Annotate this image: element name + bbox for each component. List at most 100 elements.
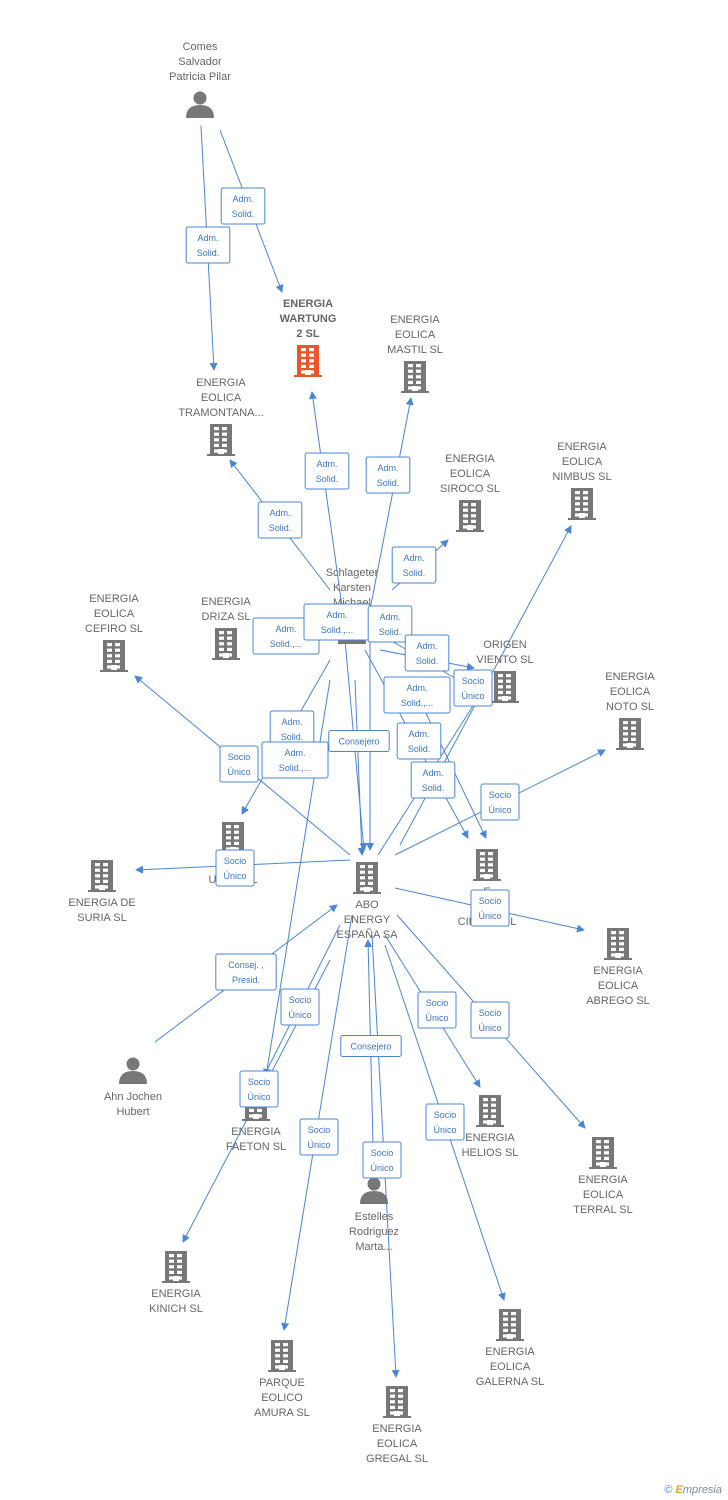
edge-label-schlageter-faeton[interactable]: Adm.Solid.,...	[261, 741, 329, 779]
building-icon	[268, 1340, 296, 1372]
edge-label-schlageter-wartung[interactable]: Adm.Solid.	[304, 452, 350, 490]
edge-label-text: Socio	[479, 896, 502, 906]
edge-label-text: Solid.	[377, 478, 400, 488]
node-label: ABREGO SL	[586, 995, 650, 1007]
node-label: EOLICA	[490, 1361, 531, 1373]
edge-label-box	[304, 452, 350, 490]
edge-label-schlageter-helios[interactable]: Adm.Solid.	[410, 761, 456, 799]
node-estelles[interactable]: EstellesRodriguezMarta...	[349, 1177, 399, 1254]
node-tramontana[interactable]: ENERGIAEOLICATRAMONTANA...	[178, 377, 264, 456]
edge-label-box	[365, 456, 411, 494]
node-label: MASTIL SL	[387, 344, 443, 356]
edge-label-comes-tramontana[interactable]: Adm.Solid.	[185, 226, 231, 264]
building-icon	[219, 822, 247, 854]
node-label: ABO	[355, 899, 379, 911]
edge-label-schlageter-noto[interactable]: Adm.Solid.	[396, 722, 442, 760]
edge-label-schlageter-abo[interactable]: Adm.Solid.	[367, 605, 413, 643]
node-label: ENERGIA	[89, 593, 139, 605]
edge-label-schlageter-abo[interactable]: Adm.Solid.,...	[303, 603, 371, 641]
edge-label-text: Solid.	[281, 732, 304, 742]
node-label: EOLICA	[450, 468, 491, 480]
node-label: AMURA SL	[254, 1407, 310, 1419]
edge-label-schlageter-tramontana[interactable]: Adm.Solid.	[257, 501, 303, 539]
edge-label-schlageter-cirrus[interactable]: Adm.Solid.,...	[383, 676, 451, 714]
node-label: ENERGIA DE	[68, 897, 135, 909]
edge-label-text: Consej. ,	[228, 960, 264, 970]
edge-label-schlageter-origen[interactable]: Adm.Solid.	[404, 634, 450, 672]
edge-label-text: Socio	[308, 1125, 331, 1135]
edge-schlageter-wartung	[309, 391, 346, 629]
node-label: HELIOS SL	[462, 1147, 519, 1159]
building-icon	[88, 860, 116, 892]
edge-label-text: Único	[478, 1023, 501, 1033]
edge-label-box	[396, 722, 442, 760]
edge-label-text: Consejero	[350, 1042, 391, 1052]
edge-label-box	[470, 889, 510, 927]
edge-label-schlageter-abo[interactable]: Consejero	[328, 730, 390, 752]
edge-label-text: Único	[370, 1163, 393, 1173]
edge-label-text: Solid.	[403, 568, 426, 578]
edge-label-box	[410, 761, 456, 799]
node-label: TERRAL SL	[573, 1204, 633, 1216]
node-label: ENERGIA	[605, 671, 655, 683]
edge-label-box	[280, 988, 320, 1026]
edge-label-ahn-abo[interactable]: Consej. , Presid.	[215, 953, 277, 991]
brand-footer[interactable]: © Empresia	[664, 1484, 722, 1496]
person-icon	[186, 91, 214, 118]
edge-label-text: Adm.	[232, 194, 253, 204]
node-label: CEFIRO SL	[85, 623, 143, 635]
edge-label-text: Socio	[462, 676, 485, 686]
building-icon	[604, 928, 632, 960]
edge-label-estelles-abo[interactable]: Consejero	[340, 1035, 402, 1057]
edge-label-schlageter-urro[interactable]: Adm.Solid.	[269, 710, 315, 748]
node-label: ENERGY	[344, 914, 391, 926]
edge-label-box	[480, 783, 520, 821]
edge-label-schlageter-siroco[interactable]: Adm.Solid.	[391, 546, 437, 584]
edge-label-box	[219, 745, 259, 783]
edge-label-comes-wartung[interactable]: Adm.Solid.	[220, 187, 266, 225]
edge-label-schlageter-mastil[interactable]: Adm.Solid.	[365, 456, 411, 494]
node-label: EOLICA	[201, 392, 242, 404]
edge-label-text: Presid.	[232, 975, 260, 985]
node-label: ENERGIA	[372, 1423, 422, 1435]
edge-label-text: Solid.	[269, 523, 292, 533]
building-icon	[616, 718, 644, 750]
edge-label-box	[299, 1118, 339, 1156]
edge-label-text: Socio	[289, 995, 312, 1005]
edge-label-text: Adm.	[316, 459, 337, 469]
edge-label-text: Socio	[248, 1077, 271, 1087]
node-label: ENERGIA	[201, 596, 251, 608]
